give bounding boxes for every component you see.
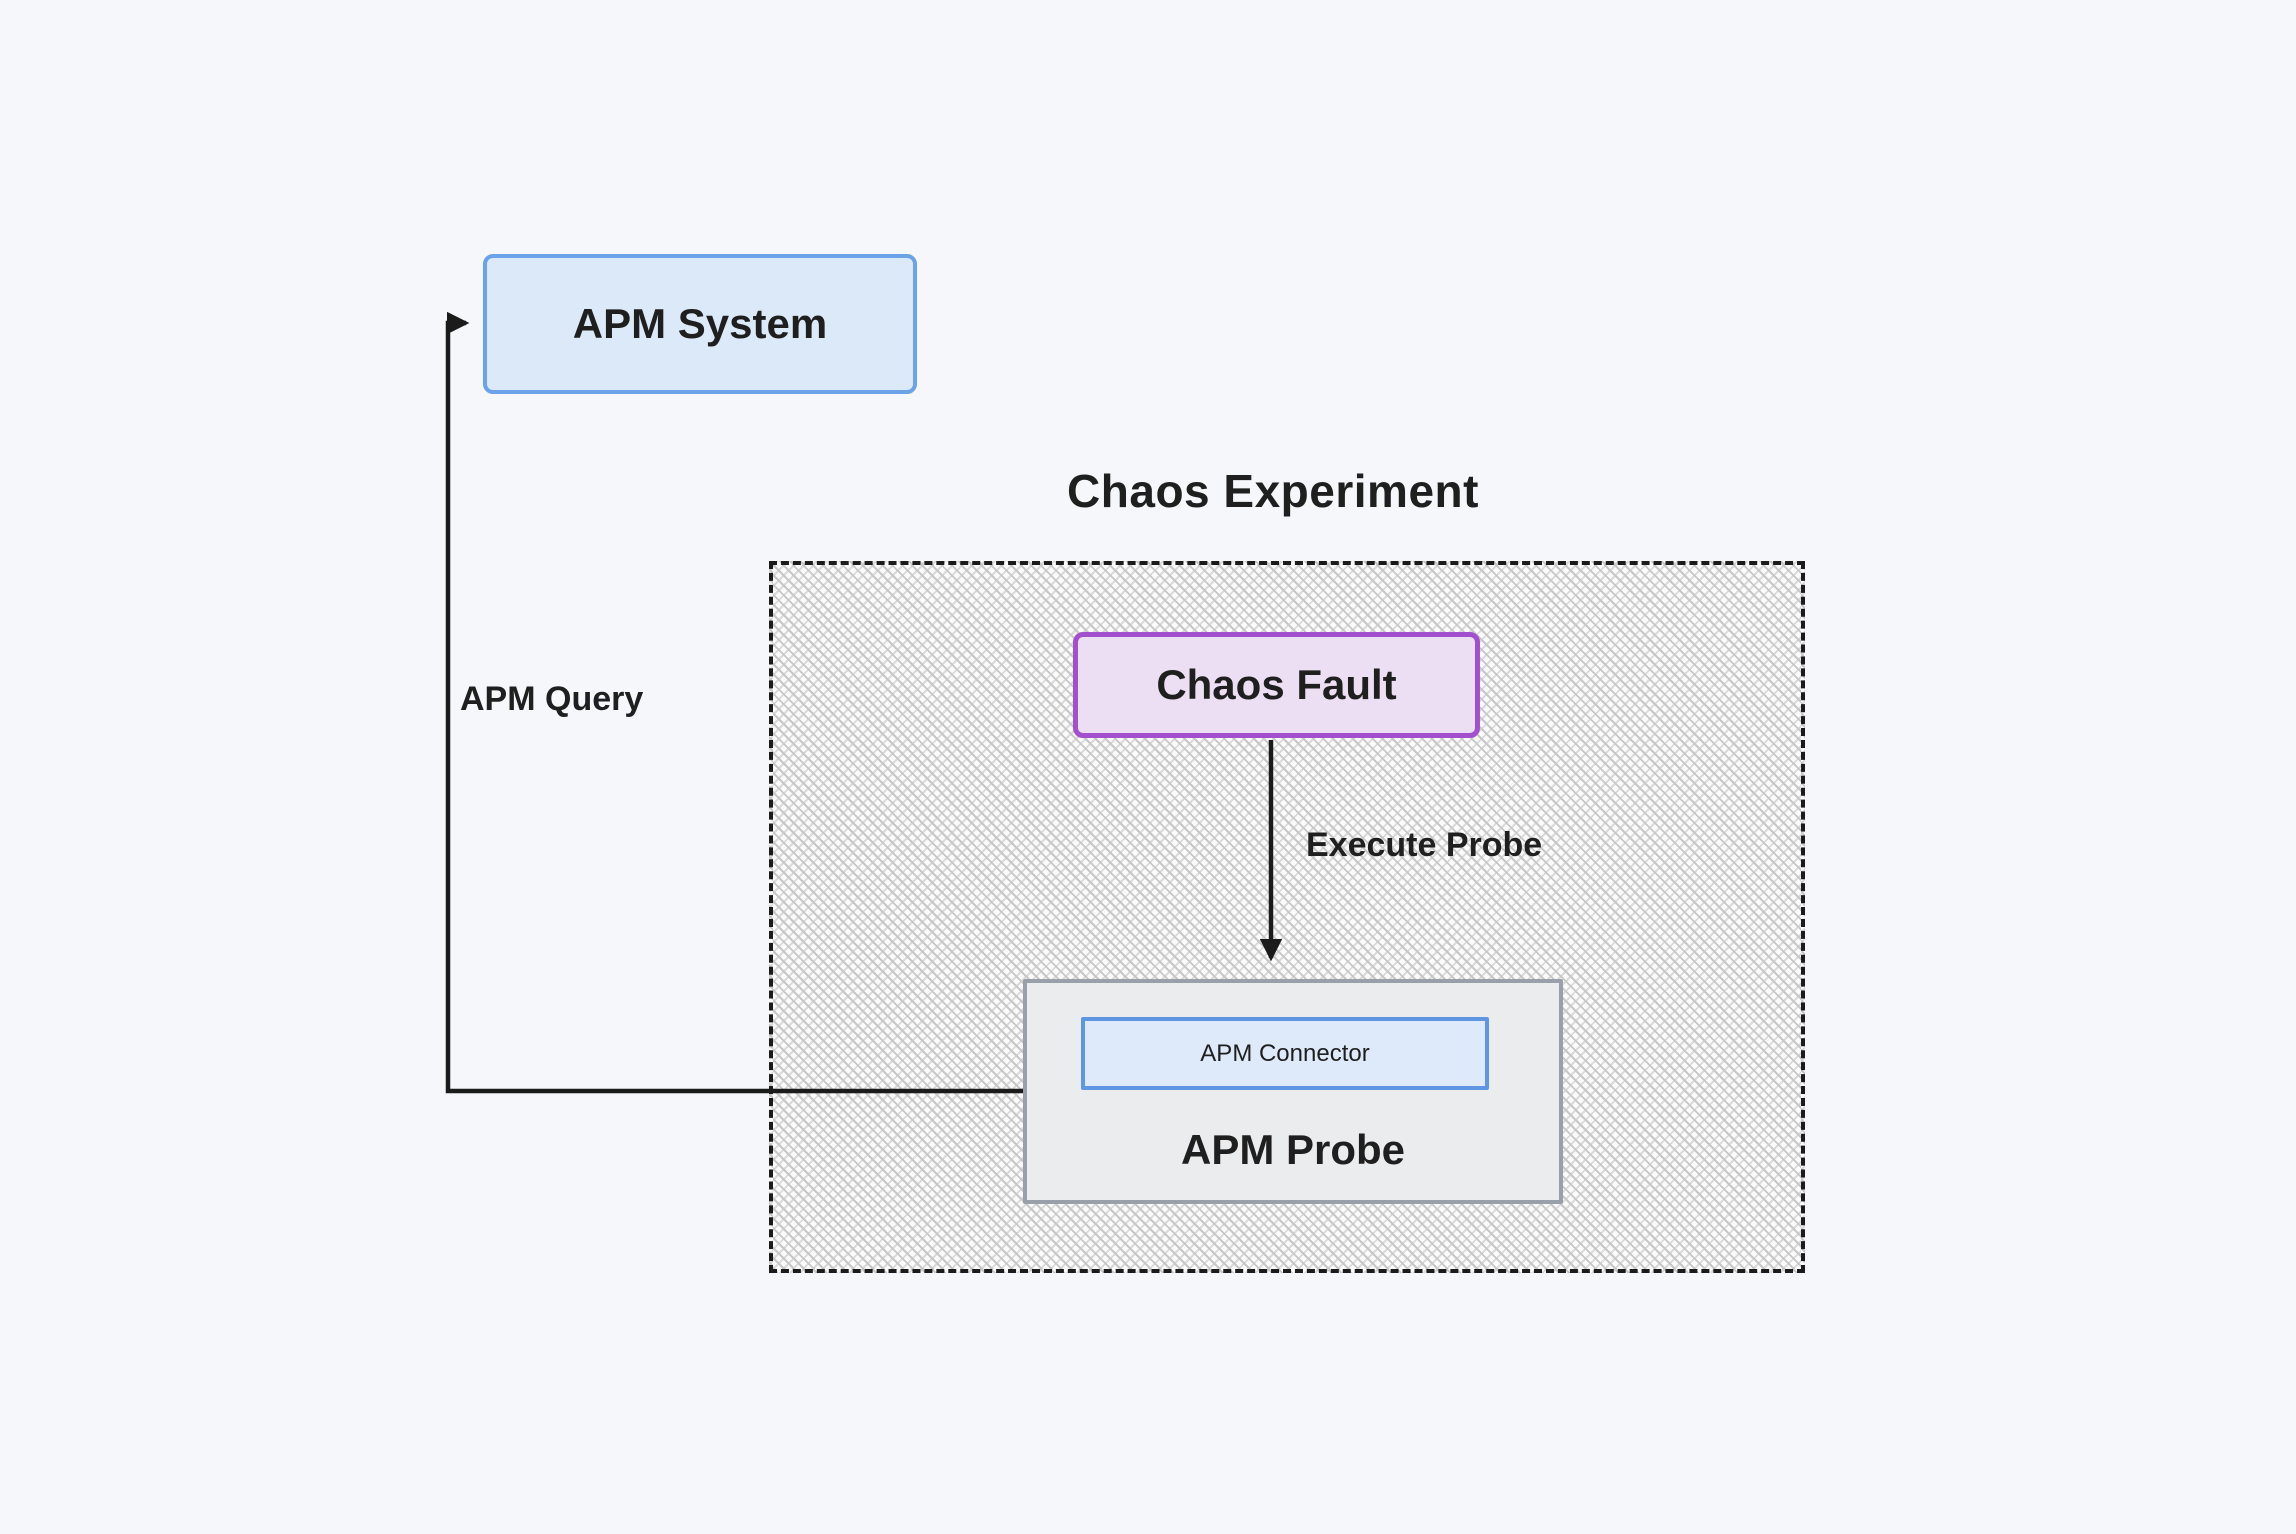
chaos-experiment-title: Chaos Experiment bbox=[1067, 465, 1479, 517]
chaos-fault-node: Chaos Fault bbox=[1073, 632, 1480, 738]
apm-connector-node: APM Connector bbox=[1081, 1017, 1489, 1090]
apm-probe-node: APM Connector APM Probe bbox=[1023, 979, 1563, 1204]
apm-probe-label: APM Probe bbox=[1180, 1126, 1406, 1173]
execute-probe-edge-label: Execute Probe bbox=[1306, 826, 1543, 864]
chaos-fault-label: Chaos Fault bbox=[1156, 661, 1397, 708]
apm-connector-label: APM Connector bbox=[1200, 1039, 1370, 1067]
apm-query-edge-label: APM Query bbox=[460, 680, 644, 718]
apm-system-node: APM System bbox=[483, 254, 917, 394]
apm-system-label: APM System bbox=[572, 300, 828, 347]
